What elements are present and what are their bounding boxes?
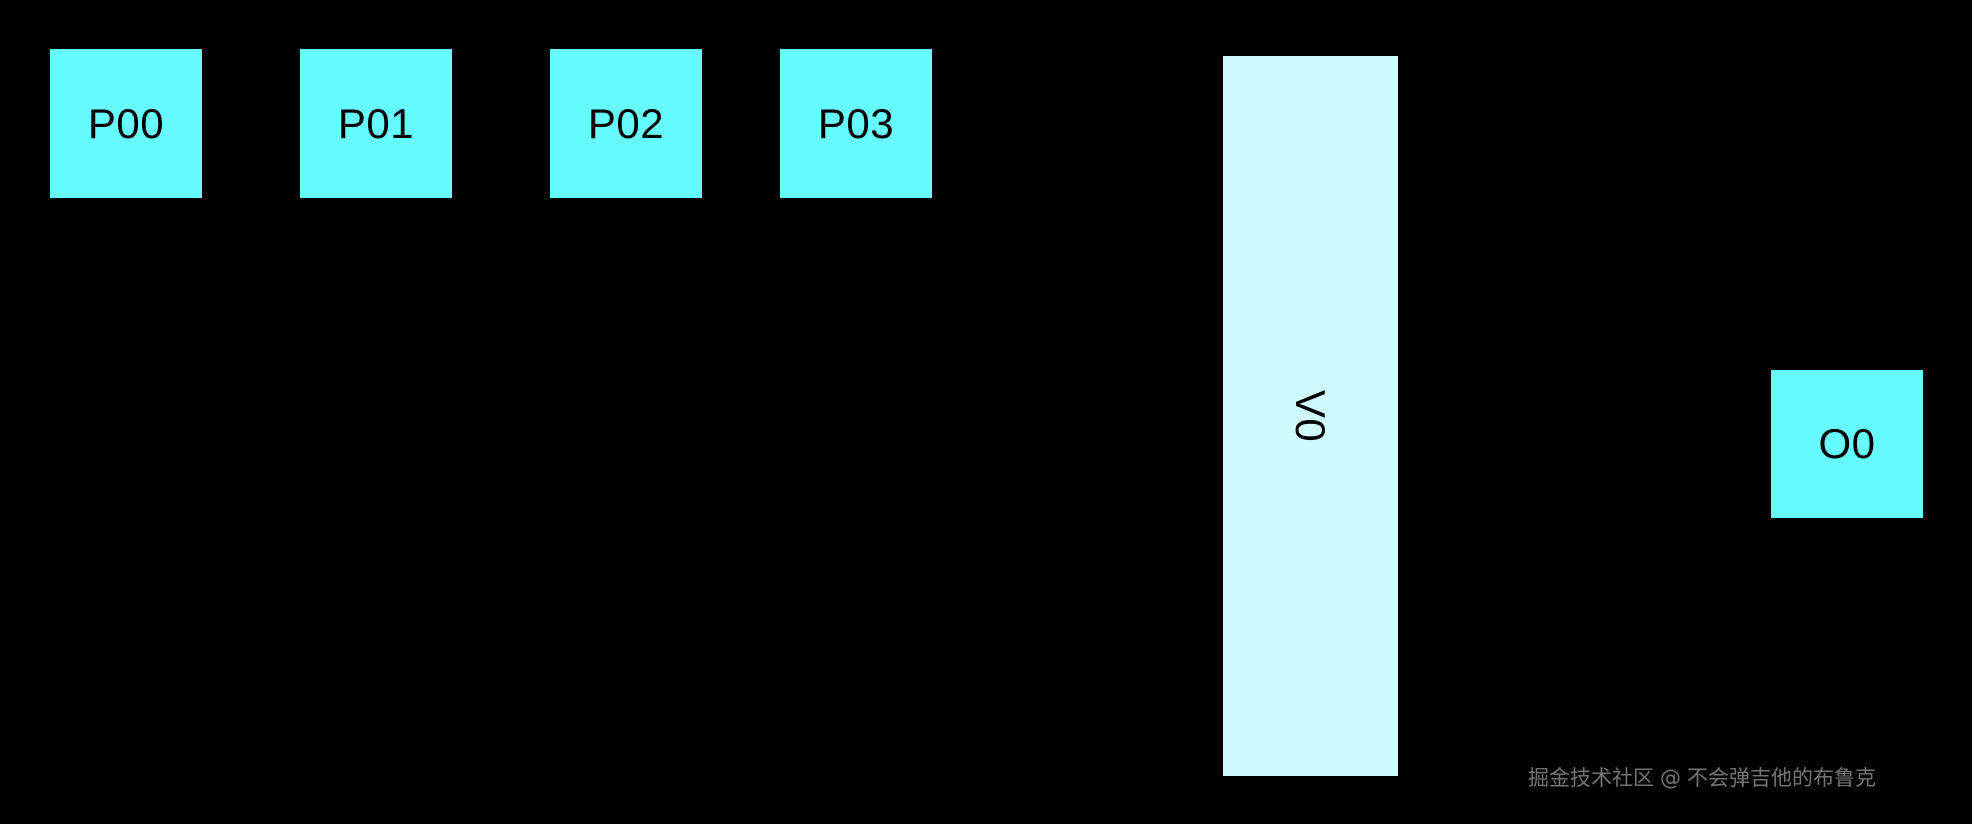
node-p01[interactable]: P01 xyxy=(300,49,452,198)
node-p00-label: P00 xyxy=(87,99,165,147)
watermark: 掘金技术社区 @ 不会弹吉他的布鲁克 xyxy=(1528,768,1876,789)
node-p03-label: P03 xyxy=(817,99,895,147)
node-p03[interactable]: P03 xyxy=(780,49,932,198)
watermark-author: 不会弹吉他的布鲁克 xyxy=(1687,766,1876,790)
node-p02-label: P02 xyxy=(587,99,665,147)
watermark-separator: @ xyxy=(1660,766,1681,790)
node-p00[interactable]: P00 xyxy=(50,49,202,198)
node-o0[interactable]: O0 xyxy=(1771,370,1923,518)
node-p01-label: P01 xyxy=(337,99,415,147)
node-v0[interactable]: V0 xyxy=(1223,56,1398,776)
node-v0-label: V0 xyxy=(1287,389,1335,443)
node-p02[interactable]: P02 xyxy=(550,49,702,198)
node-o0-label: O0 xyxy=(1818,420,1876,467)
watermark-site: 掘金技术社区 xyxy=(1528,766,1654,790)
